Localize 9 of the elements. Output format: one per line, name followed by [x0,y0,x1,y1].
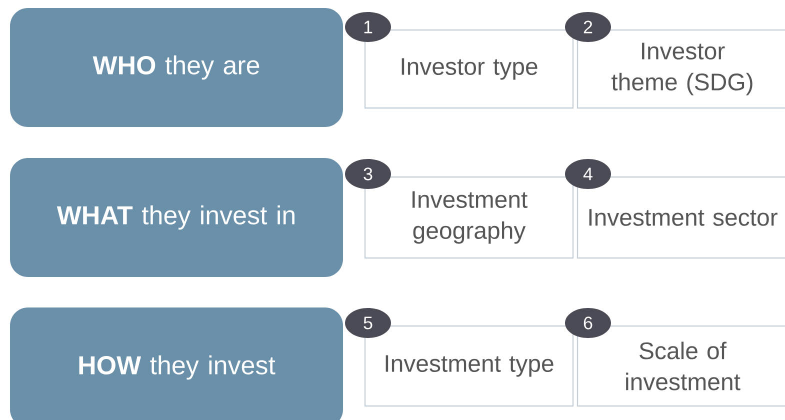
number-badge: 5 [345,308,391,338]
category-box: HOW they invest [10,308,343,420]
number-badge: 2 [565,12,611,42]
number-badge: 4 [565,159,611,189]
number-badge: 1 [345,12,391,42]
category-box: WHAT they invest in [10,158,343,277]
number-badge: 3 [345,159,391,189]
category-box: WHO they are [10,8,343,127]
number-badge: 6 [565,308,611,338]
